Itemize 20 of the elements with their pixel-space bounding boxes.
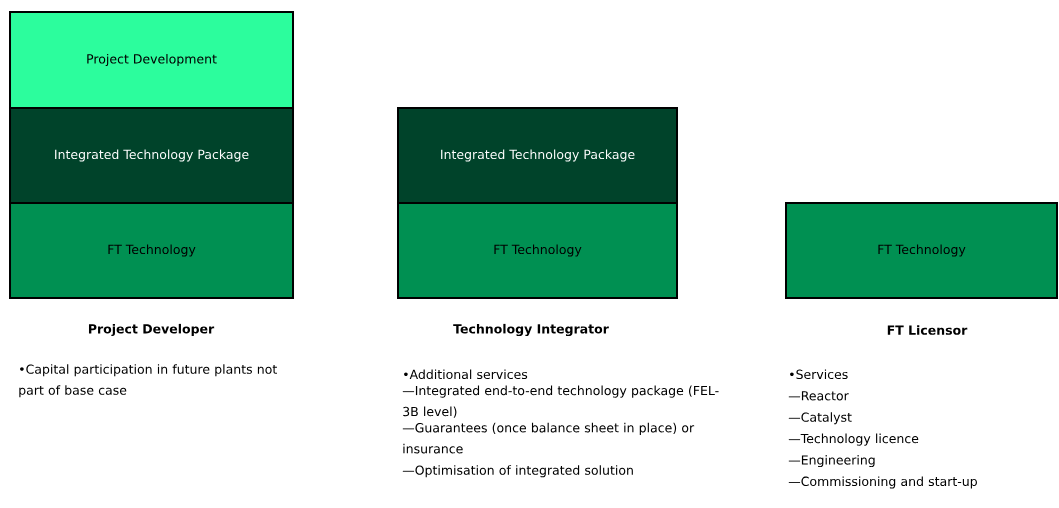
- column-heading: FT Licensor: [887, 325, 968, 335]
- bullet-text: •Capital participation in future plants not part of base case: [19, 364, 277, 398]
- bullet-text: —Catalyst: [788, 412, 852, 425]
- bullet-text: —Integrated end-to-end technology package (FEL-3B level): [402, 385, 719, 418]
- bullet-text: —Guarantees (once balance sheet in place) or insurance: [402, 422, 695, 454]
- bullet-text: —Reactor: [788, 391, 849, 401]
- column-heading: Technology Integrator: [453, 323, 609, 337]
- column-heading: Project Developer: [89, 323, 215, 337]
- bullet-text: •Additional services: [404, 369, 528, 380]
- bullet-text: —Technology licence: [788, 433, 919, 446]
- bullet-text: —Commissioning and start-up: [788, 476, 977, 489]
- layer-box: Integrated Technology Package: [397, 107, 678, 204]
- layer-box: FT Technology: [9, 202, 294, 299]
- layer-box: Integrated Technology Package: [9, 107, 294, 204]
- layer-box: Project Development: [9, 11, 294, 109]
- layer-box: FT Technology: [397, 202, 678, 299]
- bullet-text: •Services: [790, 369, 848, 380]
- bullet-text: —Engineering: [788, 455, 875, 468]
- bullet-text: —Optimisation of integrated solution: [402, 465, 633, 478]
- layer-box: FT Technology: [785, 202, 1058, 299]
